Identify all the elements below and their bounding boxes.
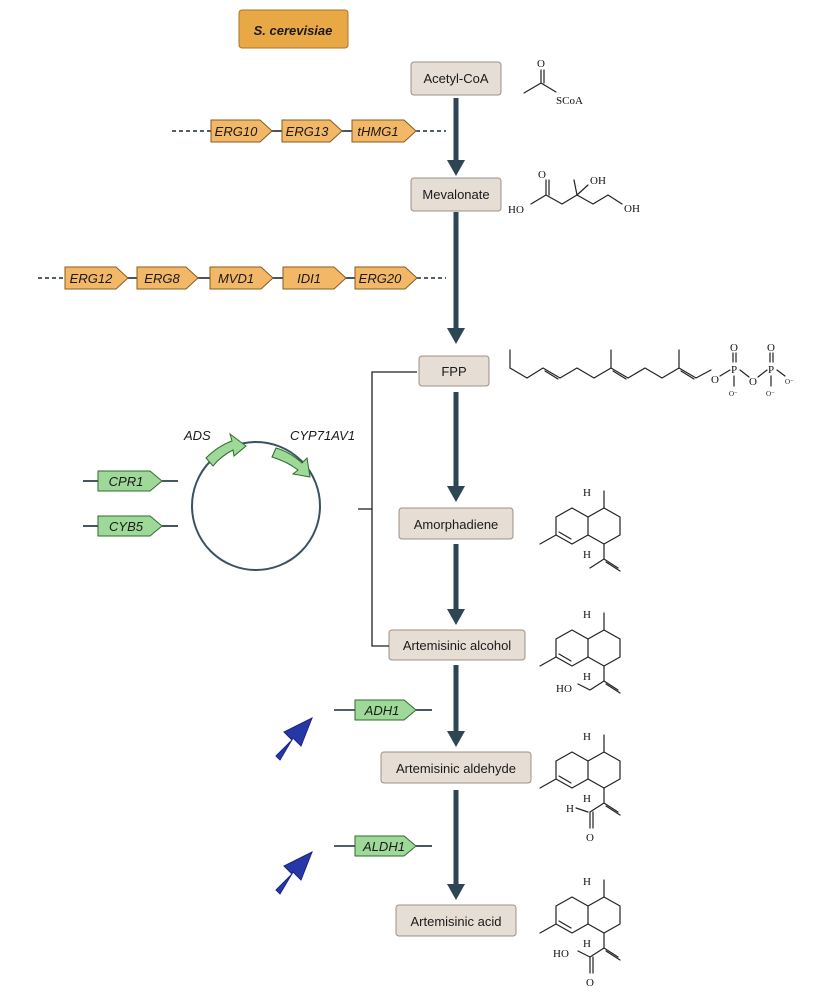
blue-arrow-1 <box>275 716 313 761</box>
artemisinic-alcohol-structure: H H HO <box>539 609 621 695</box>
gene-erg8: ERG8 <box>136 266 199 290</box>
metabolite-artemisinic-alcohol: Artemisinic alcohol <box>388 629 526 661</box>
svg-text:O: O <box>749 376 757 388</box>
svg-text:H: H <box>583 549 591 561</box>
svg-text:ERG8: ERG8 <box>144 271 180 286</box>
gene-row-1: ERG10 ERG13 tHMG1 <box>172 119 446 143</box>
svg-text:O⁻: O⁻ <box>766 390 775 398</box>
cyp71av1-label: CYP71AV1 <box>290 428 355 443</box>
svg-text:HO: HO <box>556 683 572 695</box>
svg-text:ERG12: ERG12 <box>70 271 113 286</box>
metabolite-label: Artemisinic acid <box>410 914 501 929</box>
metabolite-artemisinic-aldehyde: Artemisinic aldehyde <box>380 751 532 784</box>
svg-text:P: P <box>731 364 737 376</box>
svg-text:O: O <box>711 374 719 386</box>
svg-text:HO: HO <box>553 948 569 960</box>
svg-text:H: H <box>583 671 591 683</box>
svg-text:O: O <box>538 169 546 181</box>
svg-text:ERG20: ERG20 <box>359 271 402 286</box>
gene-erg12: ERG12 <box>64 266 129 290</box>
amorphadiene-structure: H H <box>539 487 621 572</box>
svg-text:H: H <box>583 731 591 743</box>
plasmid: ADS CYP71AV1 <box>183 428 355 571</box>
organism-label: S. cerevisiae <box>254 23 333 38</box>
gene-cyb5: CYB5 <box>83 515 178 537</box>
svg-text:O: O <box>767 342 775 354</box>
svg-text:ERG13: ERG13 <box>286 124 329 139</box>
svg-text:P: P <box>768 364 774 376</box>
metabolite-label: Acetyl-CoA <box>423 71 488 86</box>
metabolite-label: Artemisinic aldehyde <box>396 761 516 776</box>
svg-text:MVD1: MVD1 <box>218 271 254 286</box>
svg-text:O: O <box>730 342 738 354</box>
svg-text:ALDH1: ALDH1 <box>362 839 405 854</box>
gene-row-2: ERG12 ERG8 MVD1 IDI1 ERG20 <box>38 266 446 290</box>
svg-text:OH: OH <box>590 175 606 187</box>
ads-label: ADS <box>183 428 211 443</box>
metabolite-acetyl-coa: Acetyl-CoA <box>410 61 502 96</box>
organism-badge: S. cerevisiae <box>238 9 349 49</box>
svg-text:H: H <box>583 793 591 805</box>
svg-text:O: O <box>586 832 594 844</box>
gene-adh1: ADH1 <box>334 699 432 721</box>
metabolite-label: Artemisinic alcohol <box>403 638 511 653</box>
metabolite-label: FPP <box>441 364 466 379</box>
gene-erg10: ERG10 <box>210 119 273 143</box>
gene-ads <box>205 432 247 467</box>
metabolite-fpp: FPP <box>418 355 490 387</box>
svg-text:HO: HO <box>508 204 524 216</box>
svg-text:CPR1: CPR1 <box>109 474 144 489</box>
gene-erg20: ERG20 <box>354 266 418 290</box>
metabolite-amorphadiene: Amorphadiene <box>398 507 514 540</box>
metabolite-label: Amorphadiene <box>414 517 499 532</box>
svg-text:H: H <box>583 876 591 888</box>
svg-text:H: H <box>583 487 591 499</box>
gene-mvd1: MVD1 <box>209 266 274 290</box>
svg-text:OH: OH <box>624 203 640 215</box>
blue-arrow-2 <box>275 850 313 895</box>
metabolite-label: Mevalonate <box>422 187 489 202</box>
svg-text:tHMG1: tHMG1 <box>357 124 398 139</box>
artemisinic-aldehyde-structure: H H H O <box>539 731 621 844</box>
gene-cyp71av1 <box>271 447 311 478</box>
svg-text:CYB5: CYB5 <box>109 519 144 534</box>
svg-text:H: H <box>566 803 574 815</box>
mevalonate-structure: O HO OH OH <box>508 169 640 216</box>
gene-cpr1: CPR1 <box>83 470 178 492</box>
svg-text:ADH1: ADH1 <box>364 703 400 718</box>
svg-text:O⁻: O⁻ <box>785 378 794 386</box>
enzyme-bracket <box>358 371 417 647</box>
svg-text:IDI1: IDI1 <box>297 271 321 286</box>
pathway-arrows <box>447 98 465 900</box>
svg-text:O: O <box>537 58 545 70</box>
metabolite-mevalonate: Mevalonate <box>410 177 502 212</box>
svg-text:ERG10: ERG10 <box>215 124 258 139</box>
artemisinic-acid-structure: H H HO O <box>539 876 621 989</box>
acetyl-coa-structure: O SCoA <box>523 58 583 107</box>
svg-text:SCoA: SCoA <box>556 95 583 107</box>
gene-aldh1: ALDH1 <box>334 835 432 857</box>
gene-erg13: ERG13 <box>281 119 343 143</box>
svg-text:O: O <box>586 977 594 989</box>
svg-text:O⁻: O⁻ <box>729 390 738 398</box>
gene-thmg1: tHMG1 <box>351 119 417 143</box>
svg-text:H: H <box>583 609 591 621</box>
metabolite-artemisinic-acid: Artemisinic acid <box>395 904 517 937</box>
fpp-structure: O P O O⁻ O P O O⁻ O⁻ <box>509 342 794 398</box>
svg-text:H: H <box>583 938 591 950</box>
gene-idi1: IDI1 <box>282 266 347 290</box>
